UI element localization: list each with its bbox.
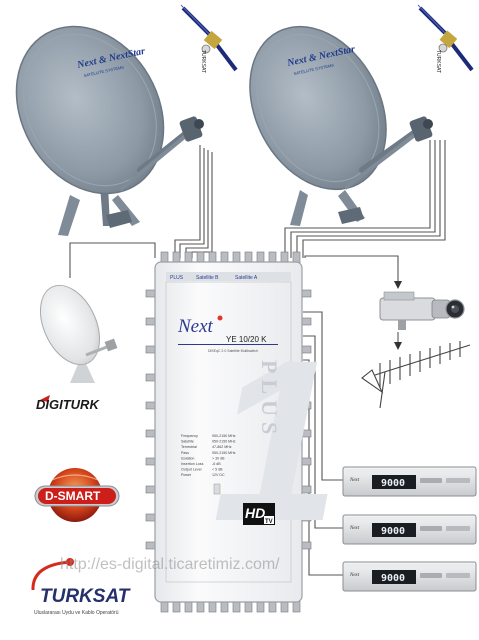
turksat-caption: Uluslararası Uydu ve Kablo Operatörü xyxy=(34,610,119,616)
spec-value: < 5 dB xyxy=(212,468,223,472)
multiswitch-left-outputs xyxy=(145,289,157,550)
spec-label: Output Level xyxy=(181,468,202,472)
multiswitch-plus-text: PLUS xyxy=(257,360,282,440)
spec-value: 47-862 MHz xyxy=(212,445,232,449)
dsmart-logo-text: D-SMART xyxy=(45,489,101,503)
receiver-display: 9000 xyxy=(381,526,405,537)
dish-left: Next & NextStar SATELLITE SYSTEMS xyxy=(15,25,204,236)
multiswitch-subtitle: DiSEqC 2.0 Satellite Multiswitch xyxy=(208,349,258,353)
multiswitch-right-outputs xyxy=(300,289,312,550)
hd-badge-text: HD xyxy=(245,505,265,521)
spec-label: Power xyxy=(181,473,192,477)
spec-label: Insertion Loss xyxy=(181,462,204,466)
spec-value: 950-2150 MHz xyxy=(212,434,236,438)
hd-tv-badge: HD TV xyxy=(243,503,275,525)
watermark: http://es-digital.ticaretimiz.com/ xyxy=(60,556,280,573)
spec-label: Pass xyxy=(181,451,189,455)
spec-value: 950-2150 MHz xyxy=(212,451,236,455)
satellite-right: TURKSAT xyxy=(417,4,474,73)
receiver-buttons xyxy=(446,526,470,531)
satellite-right-label: TURKSAT xyxy=(435,50,441,73)
digiturk-logo-text: DIGITURK xyxy=(36,397,100,412)
receiver-brand: Next xyxy=(349,573,360,578)
satellite-left: TURKSAT xyxy=(180,4,238,73)
terrestrial-antenna xyxy=(361,341,471,409)
receiver-card-slot xyxy=(420,478,442,483)
satellite-left-label: TURKSAT xyxy=(200,50,206,73)
spec-value: -6 dB xyxy=(212,462,221,466)
digiturk-dish xyxy=(39,284,118,383)
spec-label: Isolation xyxy=(181,456,194,460)
multiswitch-brand: Next xyxy=(177,316,214,337)
receiver: Next 9000 xyxy=(342,514,477,545)
spec-label: Satellite xyxy=(181,440,194,444)
multiswitch-big-number: 1 xyxy=(212,312,340,569)
receiver-top-edge xyxy=(345,517,474,522)
multiswitch-top-label-sat-a: Satellite A xyxy=(235,275,258,281)
spec-label: Terrestrial xyxy=(181,445,197,449)
receiver-brand: Next xyxy=(349,526,360,531)
spec-value: 950-2150 MHz xyxy=(212,440,236,444)
receiver-display-panel xyxy=(372,475,416,489)
digiturk-logo: DIGITURK xyxy=(36,395,100,412)
receiver-buttons xyxy=(446,573,470,578)
arrow-to-antenna xyxy=(394,342,402,350)
receiver-display: 9000 xyxy=(381,478,405,489)
receiver-card-slot xyxy=(420,573,442,578)
receiver-display-panel xyxy=(372,523,416,537)
receiver-top-edge xyxy=(345,564,474,569)
receiver-top-edge xyxy=(345,469,474,474)
multiswitch-model: YE 10/20 K xyxy=(226,335,267,344)
receiver-brand: Next xyxy=(349,478,360,483)
multiswitch-top-label-plus: PLUS xyxy=(170,275,184,281)
spec-label: Frequency xyxy=(181,434,198,438)
receiver-buttons xyxy=(446,478,470,483)
receiver-display-panel xyxy=(372,570,416,584)
spec-value: > 30 dB xyxy=(212,456,225,460)
turksat-logo: TURKSAT Uluslararası Uydu ve Kablo Opera… xyxy=(31,558,131,616)
spec-value: 12V DC xyxy=(212,473,225,477)
turksat-logo-text: TURKSAT xyxy=(40,586,131,607)
cctv-camera xyxy=(379,291,465,330)
receiver-display: 9000 xyxy=(381,573,405,584)
multiswitch: PLUS Satellite B Satellite A 1 Next YE 1… xyxy=(145,251,340,613)
receiver: Next 9000 xyxy=(342,466,477,497)
dsmart-logo: D-SMART xyxy=(34,468,120,522)
receiver: Next 9000 xyxy=(342,561,477,592)
multiswitch-top-label-sat-b: Satellite B xyxy=(196,275,219,281)
tv-badge-text: TV xyxy=(265,519,273,525)
arrow-to-camera xyxy=(394,281,402,289)
dish-right: Next & NextStar SATELLITE SYSTEMS xyxy=(249,25,433,226)
receiver-card-slot xyxy=(420,526,442,531)
